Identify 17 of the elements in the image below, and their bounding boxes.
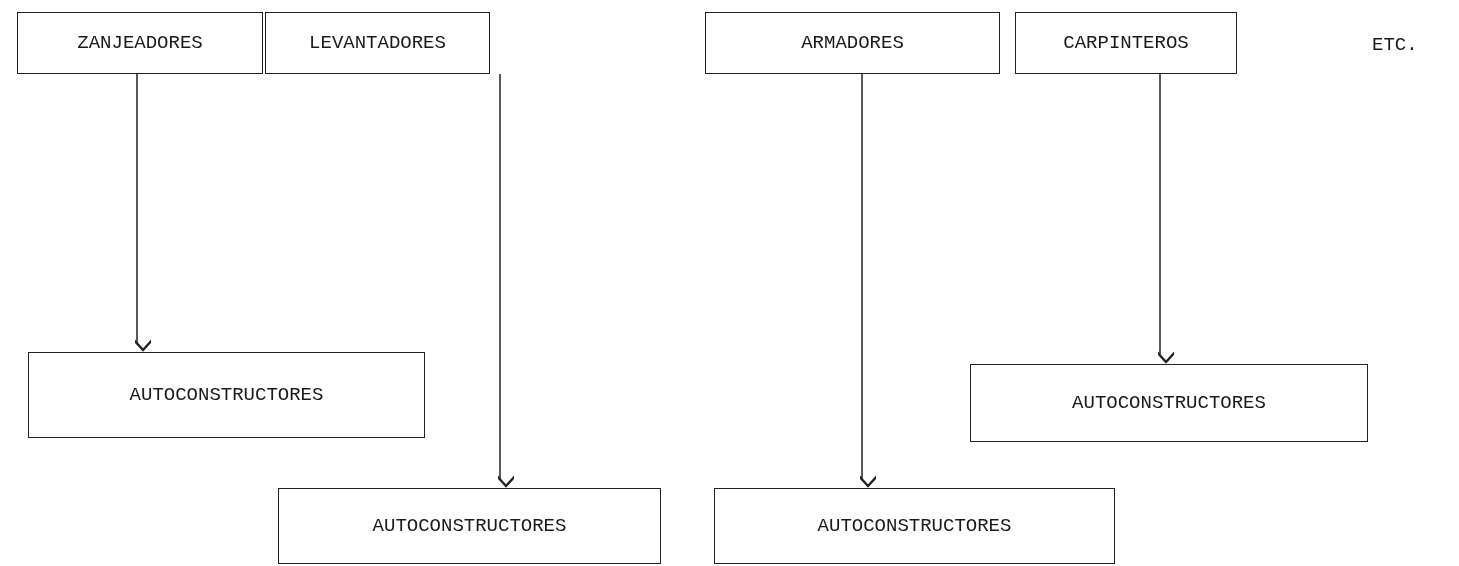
group-box — [970, 364, 1368, 442]
box-label: AUTOCONSTRUCTORES — [372, 515, 567, 537]
box-label: ZANJEADORES — [77, 32, 203, 54]
group-box — [714, 488, 1115, 564]
group-box — [705, 12, 1000, 74]
box-label: AUTOCONSTRUCTORES — [129, 384, 324, 406]
group-box — [28, 352, 425, 438]
note-text: ETC. — [1372, 34, 1418, 56]
group-box — [278, 488, 661, 564]
box-label: AUTOCONSTRUCTORES — [817, 515, 1012, 537]
box-label: ARMADORES — [801, 32, 904, 54]
box-label: LEVANTADORES — [309, 32, 446, 54]
group-box — [265, 12, 490, 74]
group-box — [1015, 12, 1237, 74]
group-box — [17, 12, 263, 74]
box-label: CARPINTEROS — [1063, 32, 1189, 54]
box-label: AUTOCONSTRUCTORES — [1072, 392, 1266, 414]
